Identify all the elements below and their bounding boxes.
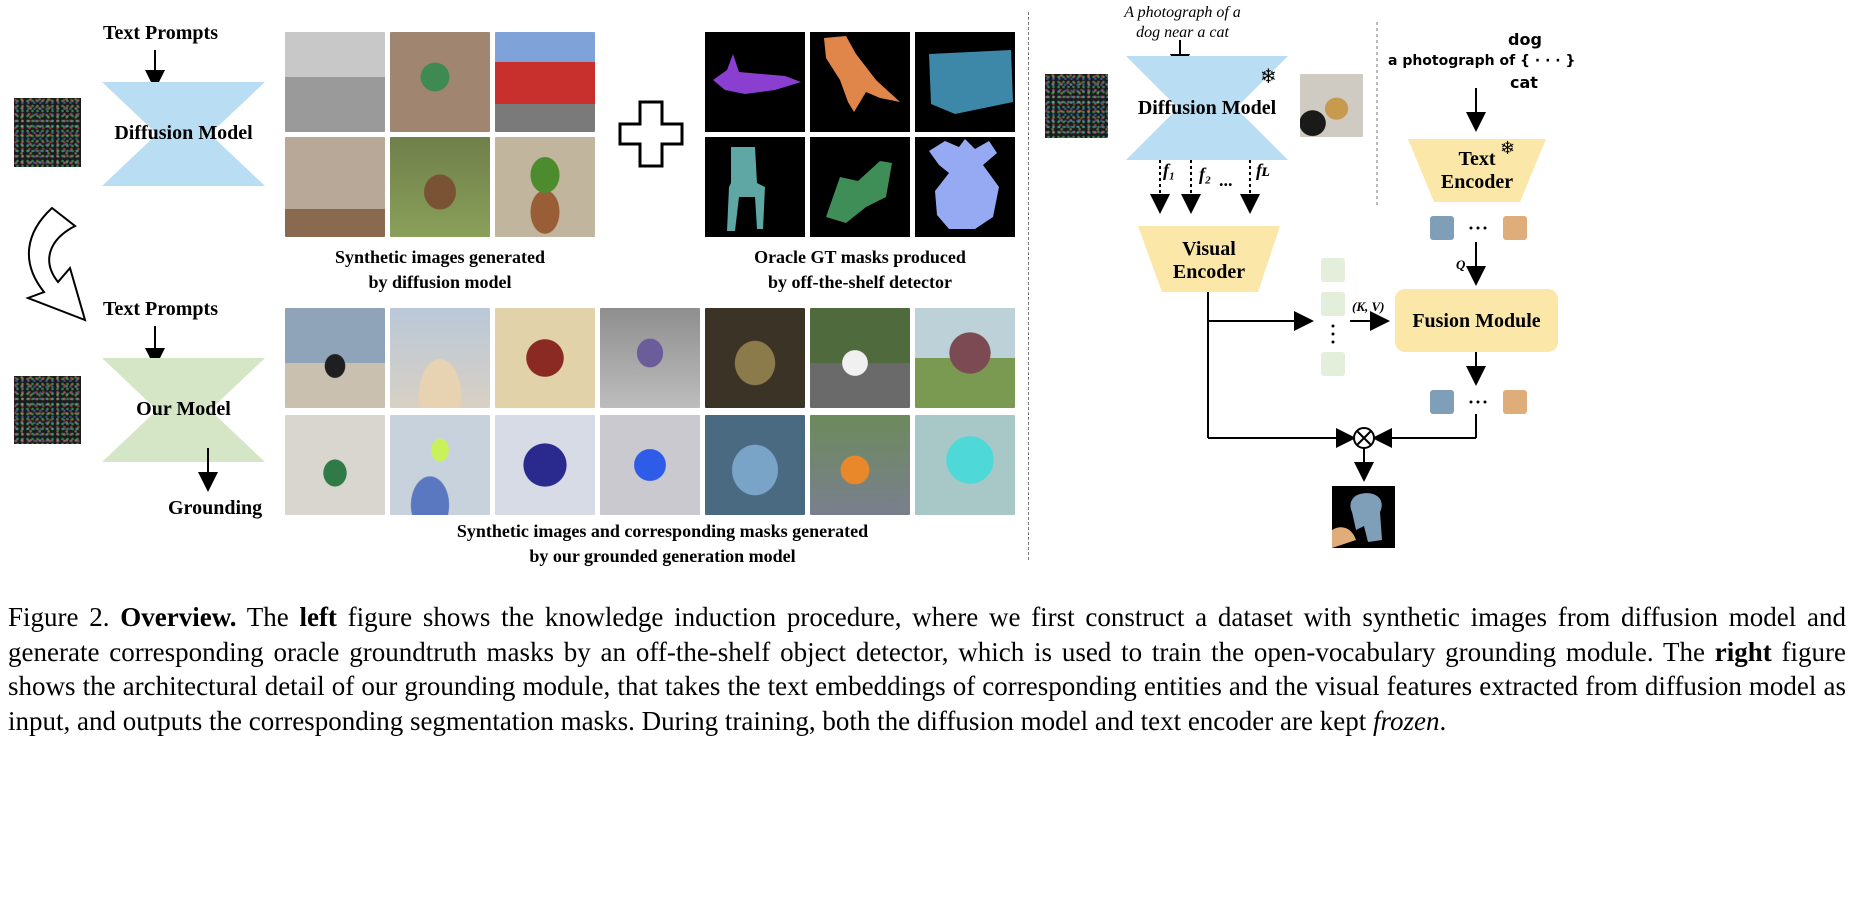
text-token-1 xyxy=(1430,216,1454,240)
caption-left: left xyxy=(299,602,337,632)
bus-image xyxy=(495,32,595,132)
panel-divider xyxy=(1028,12,1029,560)
penguin-mask-overlay xyxy=(285,415,385,515)
fusion-module-box xyxy=(1395,289,1558,352)
airplane-image xyxy=(285,32,385,132)
left-diagram-shapes xyxy=(25,50,265,492)
airplane-mask xyxy=(705,32,805,132)
plant-image xyxy=(495,137,595,237)
noise-image-top xyxy=(14,98,81,167)
dragon-mask-overlay xyxy=(495,415,595,515)
figure-caption: Figure 2. Overview. The left figure show… xyxy=(8,602,1847,736)
feature-fl-label: fʟ xyxy=(1256,160,1270,180)
wizard-image xyxy=(705,308,805,408)
figure-number: Figure 2. xyxy=(8,602,110,632)
top-text-prompts-label: Text Prompts xyxy=(103,22,218,44)
visual-encoder-trapezoid xyxy=(1138,226,1280,292)
entity-cat: cat xyxy=(1510,73,1538,92)
noise-image-bottom xyxy=(14,376,81,444)
snowflake-icon-text-encoder: ❄ xyxy=(1500,138,1516,158)
rocket-image xyxy=(390,308,490,408)
bottom-text-prompts-label: Text Prompts xyxy=(103,298,218,320)
grounded-generation-caption: Synthetic images and corresponding masks… xyxy=(456,521,869,566)
caption-frozen: frozen xyxy=(1372,705,1440,736)
bird-mask xyxy=(810,32,910,132)
feature-token-n xyxy=(1321,352,1345,376)
penguin-image xyxy=(285,308,385,408)
dinosaur-image xyxy=(915,308,1015,408)
our-model-label: Our Model xyxy=(136,398,231,420)
text-encoder-trapezoid xyxy=(1408,139,1546,202)
right-diffusion-model-label: Diffusion Model xyxy=(1137,97,1277,119)
right-noise-image xyxy=(1045,74,1108,138)
panda-image xyxy=(810,308,910,408)
feature-f1-label: f₁ xyxy=(1163,160,1176,180)
chair-mask xyxy=(705,137,805,237)
dragon-image xyxy=(495,308,595,408)
output-token-1 xyxy=(1430,390,1454,414)
plant-mask xyxy=(915,137,1015,237)
bus-mask xyxy=(915,32,1015,132)
right-diffusion-hourglass xyxy=(1126,56,1288,160)
output-token-2 xyxy=(1503,390,1527,414)
snowflake-icon-diffusion: ❄ xyxy=(1260,66,1277,88)
bird-image xyxy=(390,32,490,132)
panda-mask-overlay xyxy=(810,415,910,515)
grounding-label: Grounding xyxy=(168,497,263,519)
wizard-mask-overlay xyxy=(705,415,805,515)
feature-f2-label: f₂ xyxy=(1199,164,1212,184)
diffusion-model-label: Diffusion Model xyxy=(114,122,253,144)
dog-image xyxy=(390,137,490,237)
template-text: a photograph of { · · · } xyxy=(1388,53,1576,69)
feature-ellipsis: ... xyxy=(1219,170,1233,190)
our-model-hourglass xyxy=(102,358,265,462)
dinosaur-mask-overlay xyxy=(915,415,1015,515)
entity-dog: dog xyxy=(1508,30,1542,49)
caption-right: right xyxy=(1714,636,1772,667)
architecture-diagram xyxy=(1126,22,1558,548)
rocket-mask-overlay xyxy=(390,415,490,515)
text-token-2 xyxy=(1503,216,1527,240)
diffusion-model-hourglass xyxy=(102,82,265,186)
robot-mask-overlay xyxy=(600,415,700,515)
query-label: Q xyxy=(1456,257,1466,272)
plus-icon xyxy=(618,100,684,168)
fusion-module-label: Fusion Module xyxy=(1412,310,1541,332)
feature-token-2 xyxy=(1321,292,1345,316)
key-value-label: (K, V) xyxy=(1352,299,1385,314)
curved-arrow-icon xyxy=(25,206,87,322)
robot-image xyxy=(600,308,700,408)
chair-image xyxy=(285,137,385,237)
dog-mask xyxy=(810,137,910,237)
feature-token-1 xyxy=(1321,258,1345,282)
caption-title: Overview. xyxy=(120,602,237,632)
generated-dog-cat-image xyxy=(1300,74,1363,137)
